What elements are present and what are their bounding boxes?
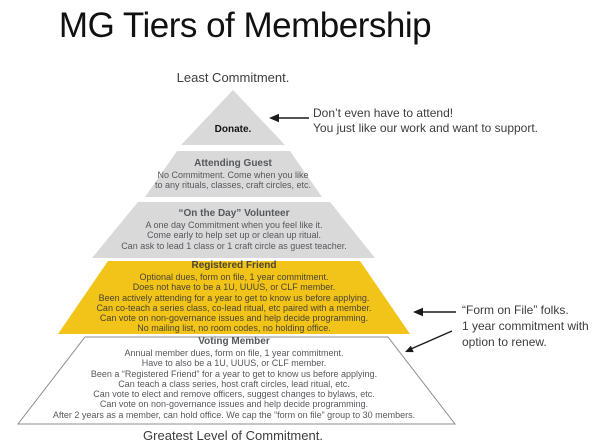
donate-arrow <box>269 113 309 123</box>
tier-line: Come early to help set up or clean up ri… <box>146 230 322 241</box>
annotation-line: You just like our work and want to suppo… <box>313 121 539 135</box>
tier-registered-friend-text: Registered Friend Optional dues, form on… <box>34 260 434 334</box>
tier-line: No mailing list, no room codes, no holdi… <box>137 323 331 334</box>
form-on-file-arrow-upper <box>413 307 456 317</box>
annotation-line: Don’t even have to attend! <box>313 106 454 120</box>
tier-voting-member-text: Voting Member Annual member dues, form o… <box>16 336 452 420</box>
tier-line: Have to also be a 1U, UUUS, or CLF membe… <box>141 358 327 369</box>
tier-voting-member-heading: Voting Member <box>198 336 270 347</box>
form-on-file-annotation: “Form on File” folks. 1 year commitment … <box>462 302 597 350</box>
tier-registered-friend-heading: Registered Friend <box>191 260 277 271</box>
tier-attending-guest-text: Attending Guest No Commitment. Come when… <box>133 158 333 191</box>
tier-line: Can ask to lead 1 class or 1 craft circl… <box>121 240 347 251</box>
annotation-line: 1 year commitment with <box>462 319 589 333</box>
tier-donate-text: Donate. <box>183 124 283 136</box>
tier-line: Can vote to elect and remove officers, s… <box>93 389 375 400</box>
tier-volunteer-shape <box>92 202 375 258</box>
donate-annotation: Don’t even have to attend! You just like… <box>313 106 583 136</box>
tier-line: Can vote on non-governance issues and he… <box>99 313 369 324</box>
tier-attending-guest-heading: Attending Guest <box>194 158 272 169</box>
tier-line: A one day Commitment when you feel like … <box>145 220 323 230</box>
tier-registered-friend-shape <box>58 261 410 334</box>
tier-line: Does not have to be a 1U, UUUS, or CLF m… <box>132 282 336 293</box>
tier-line: Can teach a class series, host craft cir… <box>118 378 350 389</box>
tier-line: Can vote on non-governance issues and he… <box>99 399 369 410</box>
tier-donate-shape <box>181 90 285 145</box>
tier-line: Annual member dues, form on file, 1 year… <box>124 348 344 358</box>
tier-voting-member-shape <box>16 336 457 425</box>
tier-attending-guest-shape <box>145 151 322 197</box>
tier-line: Optional dues, form on file, 1 year comm… <box>139 272 329 282</box>
tier-volunteer-text: “On the Day” Volunteer A one day Commitm… <box>84 208 384 251</box>
tier-line: After 2 years as a member, can hold offi… <box>52 409 416 420</box>
tier-line: No Commitment. Come when you like <box>157 170 309 180</box>
annotation-line: option to renew. <box>462 335 547 349</box>
annotation-line: “Form on File” folks. <box>462 303 569 317</box>
tier-line: Can co-teach a series class, co-lead rit… <box>96 302 372 313</box>
form-on-file-arrow-lower <box>405 330 453 353</box>
tier-line: Been a “Registered Friend” for a year to… <box>90 368 378 379</box>
tier-volunteer-heading: “On the Day” Volunteer <box>178 208 290 219</box>
greatest-commitment-label: Greatest Level of Commitment. <box>143 428 323 443</box>
page-title: MG Tiers of Membership <box>58 6 432 45</box>
tier-donate-heading: Donate. <box>214 124 252 135</box>
tier-line: to any rituals, classes, craft circles, … <box>154 180 312 191</box>
tier-line: Been actively attending for a year to ge… <box>98 292 370 303</box>
least-commitment-label: Least Commitment. <box>176 70 290 85</box>
